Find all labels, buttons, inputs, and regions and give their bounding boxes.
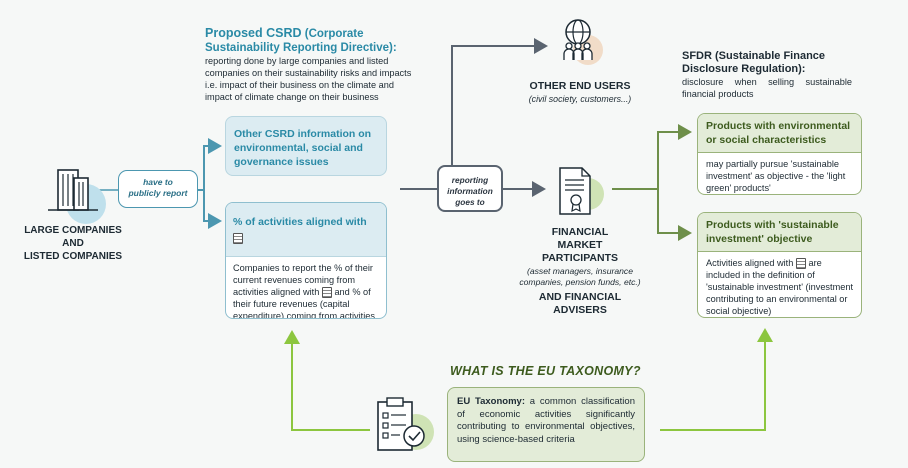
certificate-document-icon <box>552 164 608 220</box>
have-to-line1: have to <box>143 177 173 187</box>
fmp-title-line1: FINANCIAL <box>551 226 609 238</box>
sustainable-products-title: Products with 'sustainable investment' o… <box>706 219 839 245</box>
arrow-to-end-users <box>451 38 548 165</box>
sfdr-description: disclosure when selling sustainable fina… <box>682 77 852 99</box>
sustainable-products-box: Products with 'sustainable investment' o… <box>697 212 862 318</box>
other-end-users-title: OTHER END USERS <box>529 80 631 92</box>
have-to-line2: publicly report <box>128 188 188 198</box>
eu-taxonomy-definition: a common classification of economic acti… <box>457 396 635 445</box>
fmp-advisers: AND FINANCIAL ADVISERS <box>520 291 640 317</box>
aligned-activities-box: % of activities aligned with Companies t… <box>225 202 387 319</box>
aligned-activities-header: % of activities aligned with <box>226 203 386 257</box>
sustainable-text-2: are included in the definition of 'susta… <box>706 258 854 317</box>
reporting-line3: goes to <box>455 197 485 207</box>
csrd-title: Proposed CSRD (Corporate Sustainability … <box>205 26 415 55</box>
sfdr-title: SFDR (Sustainable Finance Disclosure Reg… <box>682 50 826 75</box>
people-globe-icon <box>556 16 606 66</box>
companies-label: LARGE COMPANIES AND LISTED COMPANIES <box>18 224 128 263</box>
companies-label-line2: AND <box>62 238 84 249</box>
fmp-subtitle: (asset managers, insurance companies, pe… <box>519 266 641 287</box>
arrow-taxonomy-to-aligned <box>284 330 370 431</box>
env-products-text: may partially pursue 'sustainable invest… <box>706 159 846 193</box>
companies-label-line1: LARGE COMPANIES <box>24 225 122 236</box>
other-end-users-subtitle: (civil society, customers...) <box>528 94 632 104</box>
fmp-title: FINANCIAL MARKET PARTICIPANTS <box>520 226 640 265</box>
taxonomy-glyph-icon <box>795 258 806 270</box>
taxonomy-glyph-icon <box>233 233 243 245</box>
sustainable-text-1: Activities aligned with <box>706 258 794 268</box>
csrd-expansion: (Corporate Sustainability Reporting Dire… <box>205 28 397 54</box>
other-csrd-info-box: Other CSRD information on environmental,… <box>225 116 387 176</box>
building-icon <box>44 166 110 224</box>
arrow-to-other-csrd <box>198 138 222 191</box>
env-products-box: Products with environmental or social ch… <box>697 113 862 195</box>
taxonomy-heading: WHAT IS THE EU TAXONOMY? <box>450 364 641 378</box>
env-products-title: Products with environmental or social ch… <box>706 120 851 146</box>
aligned-text-1: Companies to report the % of their curre… <box>233 263 373 297</box>
arrow-taxonomy-to-products <box>660 328 773 431</box>
reporting-line2: information <box>447 186 493 196</box>
sustainable-products-body: Activities aligned with are included in … <box>698 252 861 317</box>
aligned-body: Companies to report the % of their curre… <box>226 257 386 319</box>
have-to-report-badge: have to publicly report <box>118 170 198 208</box>
sustainable-products-header: Products with 'sustainable investment' o… <box>698 213 861 252</box>
arrow-to-sust-products <box>657 189 692 241</box>
reporting-info-badge: reporting information goes to <box>437 165 503 212</box>
taxonomy-glyph-icon <box>321 287 332 299</box>
companies-label-line3: LISTED COMPANIES <box>23 251 123 262</box>
fmp-tail-line1: AND FINANCIAL <box>538 291 622 303</box>
reporting-line1: reporting <box>451 175 489 185</box>
checklist-clipboard-icon <box>372 396 438 456</box>
eu-taxonomy-term: EU Taxonomy: <box>457 396 525 407</box>
arrow-to-env-products <box>612 124 692 190</box>
csrd-description: reporting done by large companies and li… <box>205 56 412 102</box>
fmp-title-line3: PARTICIPANTS <box>541 252 619 264</box>
other-csrd-info-text: Other CSRD information on environmental,… <box>234 128 372 168</box>
csrd-acronym: Proposed CSRD <box>205 26 302 40</box>
arrow-to-aligned <box>203 190 222 229</box>
env-products-header: Products with environmental or social ch… <box>698 114 861 153</box>
eu-taxonomy-definition-box: EU Taxonomy: a common classification of … <box>447 387 645 462</box>
aligned-title: % of activities aligned with <box>233 216 367 228</box>
fmp-tail-line2: ADVISERS <box>553 304 607 316</box>
fmp-title-line2: MARKET <box>557 239 603 251</box>
aligned-text-2: and % of their future revenues (capital … <box>233 287 375 319</box>
